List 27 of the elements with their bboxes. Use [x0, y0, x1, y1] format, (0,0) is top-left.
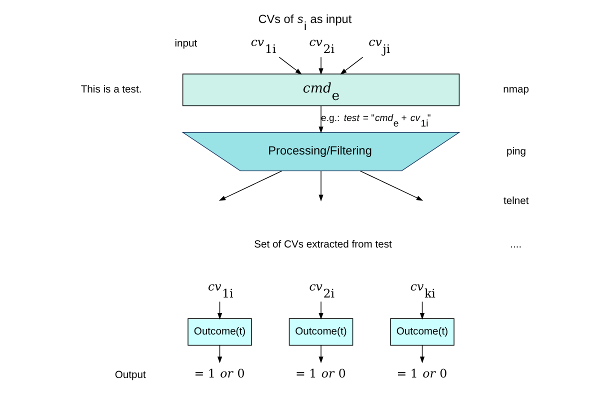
node-box: Outcome(t) — [187, 318, 252, 346]
label: ping — [506, 146, 526, 158]
label: telnet — [503, 196, 528, 207]
arrow — [216, 344, 222, 364]
arrow — [419, 301, 424, 320]
node-box: Outcome(t) — [288, 318, 353, 346]
label: Set of CVs extracted from test — [254, 239, 392, 250]
node-box: Outcome(t) — [390, 318, 454, 346]
arrow — [278, 56, 302, 75]
label: .... — [510, 239, 522, 250]
arrow — [419, 344, 424, 364]
arrow — [318, 170, 323, 202]
arrow — [218, 170, 282, 201]
arrow — [318, 301, 323, 320]
label: This is a test. — [80, 84, 142, 96]
arrow — [359, 170, 423, 201]
arrow — [340, 56, 363, 75]
node-text: = 1 or 0 — [396, 366, 447, 381]
arrow — [318, 56, 323, 75]
label: nmap — [502, 84, 529, 96]
node-text: = 1 or 0 — [295, 366, 346, 381]
arrow — [318, 105, 323, 134]
node-text: = 1 or 0 — [194, 366, 244, 381]
arrow — [318, 344, 323, 364]
label: input — [174, 38, 197, 50]
label: Output — [114, 370, 146, 382]
arrow — [216, 301, 222, 320]
